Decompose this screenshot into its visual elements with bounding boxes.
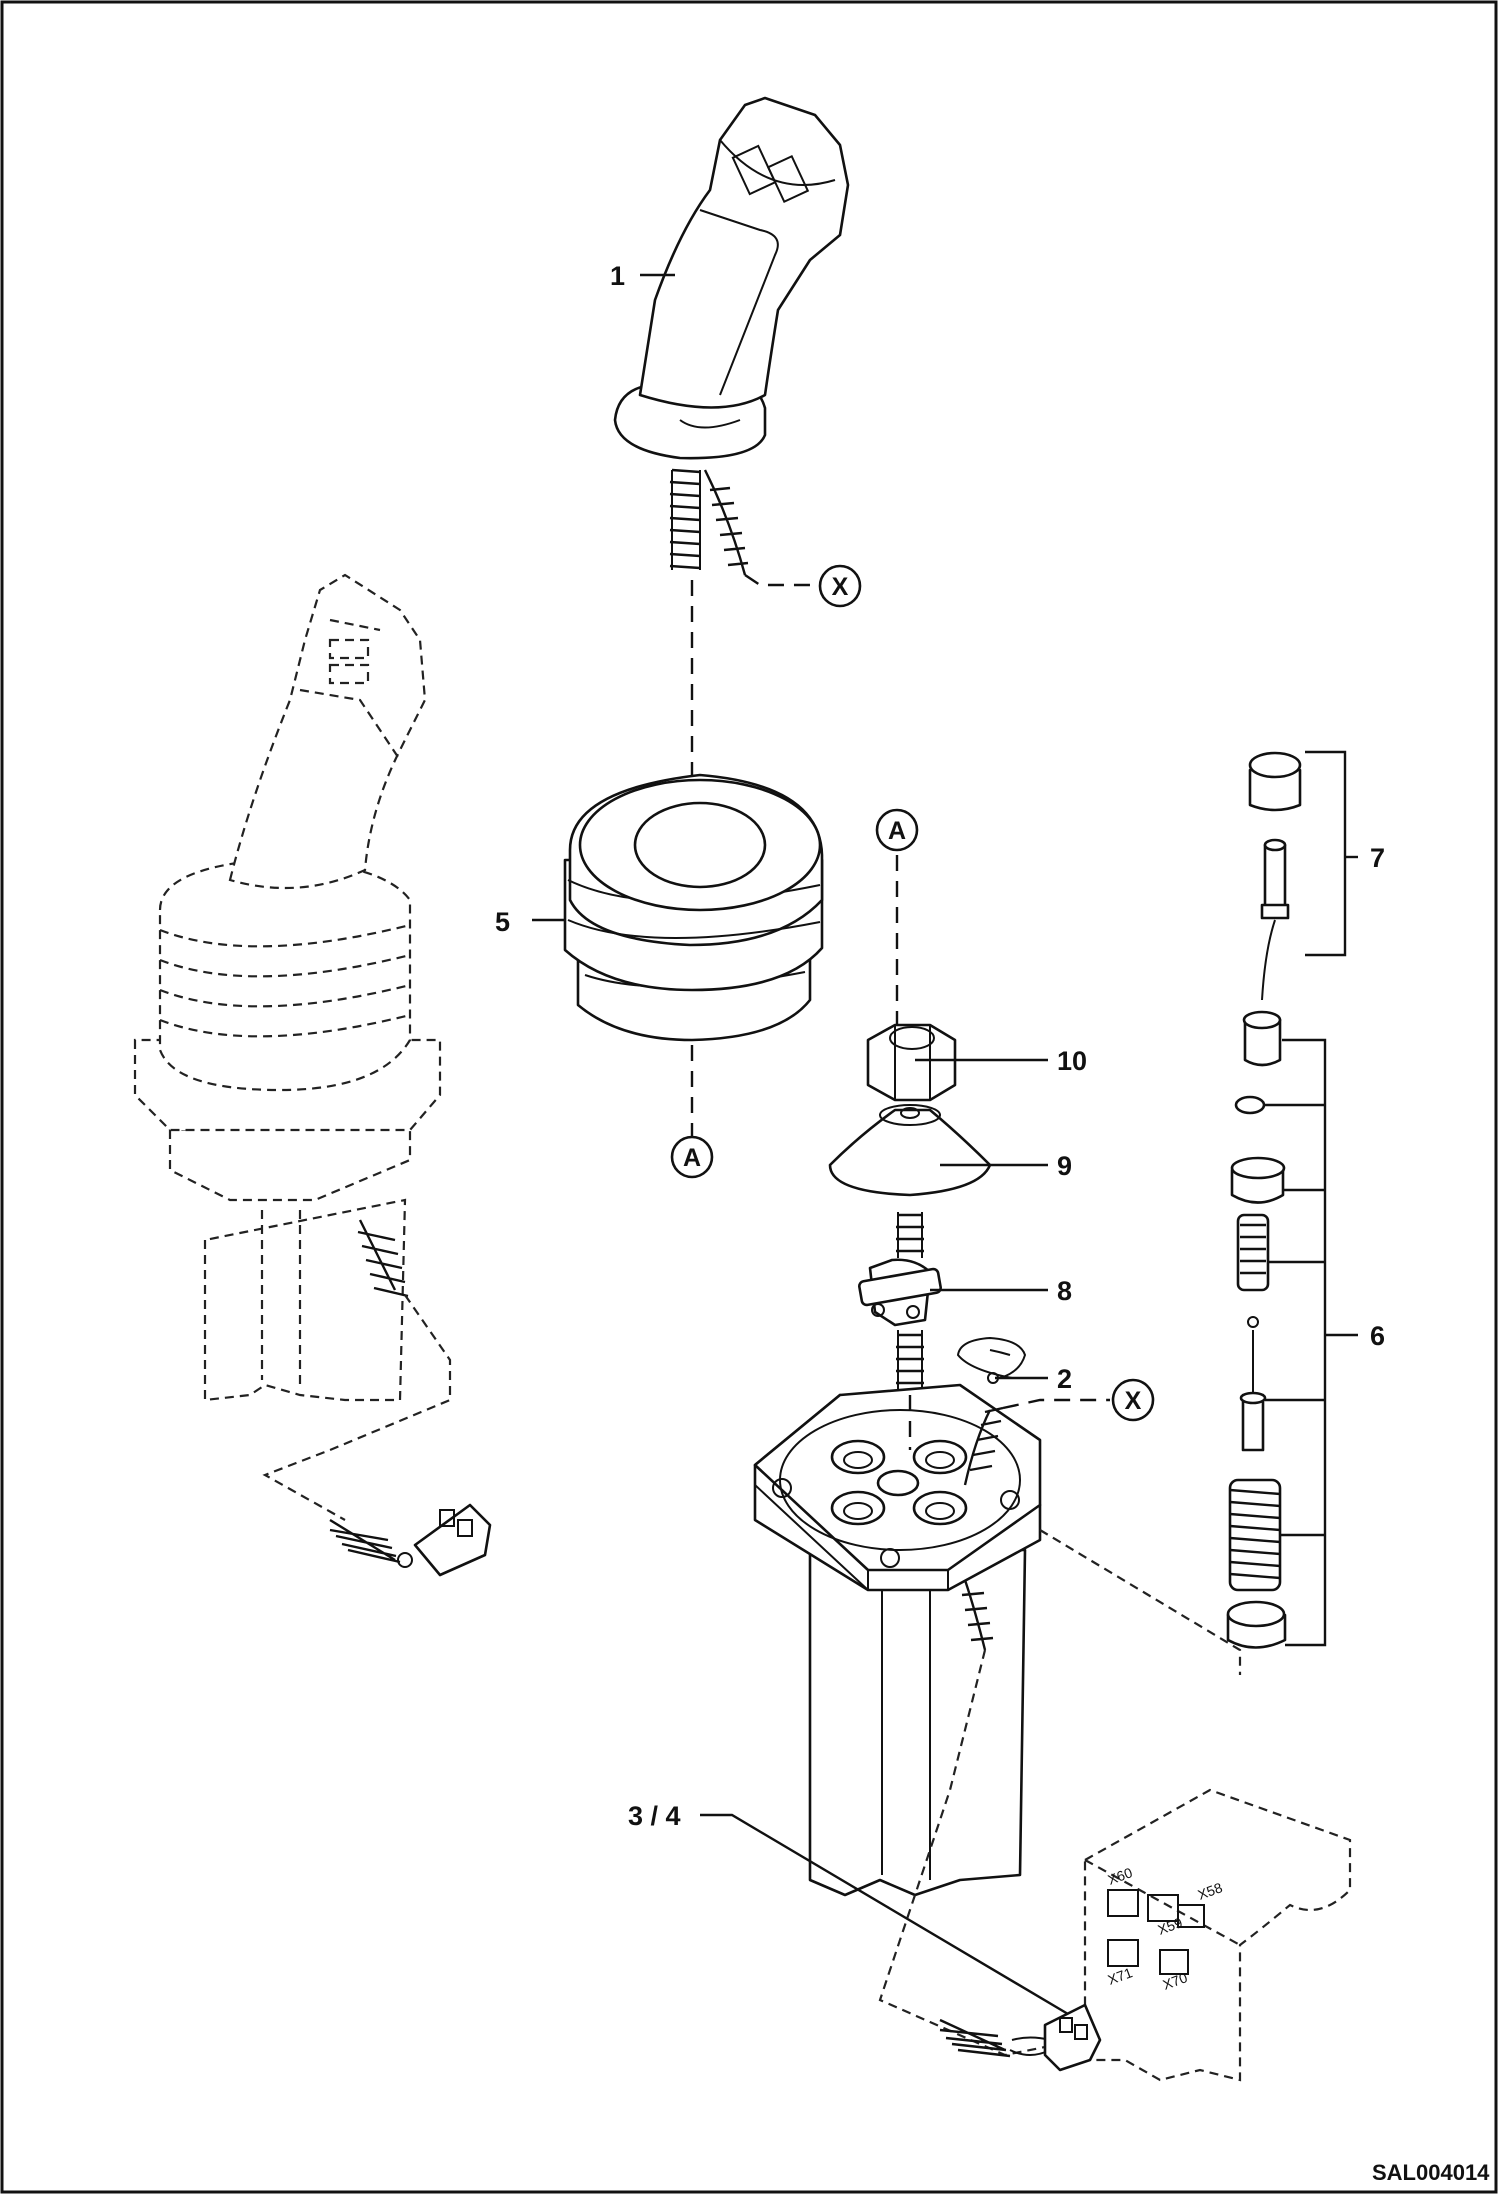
part-5-rubber-boot [563,773,824,1042]
part-3-4-harness-plug [878,1649,1102,2072]
reference-a-top-label: A [888,817,906,845]
part-2-circlip [956,1336,1027,1384]
part-9-disc-plate [828,1104,992,1197]
callout-6: 6 [1370,1321,1385,1351]
part-6-valve-set [1039,919,1287,1675]
callout-5: 5 [495,907,510,937]
reference-marker-x-top: X [818,564,862,608]
reference-marker-a-bottom: A [670,1135,714,1179]
part-1-handle [613,96,850,576]
reference-a-bottom-label: A [683,1144,701,1172]
valve-housing-base [753,1383,1042,1897]
reference-x-mid-label: X [1125,1387,1142,1415]
reference-marker-x-mid: X [1111,1378,1155,1422]
callout-1: 1 [610,261,625,291]
callout-9: 9 [1057,1151,1072,1181]
callout-7: 7 [1370,843,1385,873]
callout-3-4: 3 / 4 [628,1801,681,1831]
reference-marker-a-top: A [875,808,919,852]
part-7-plunger [1248,751,1302,920]
drawing-code: SAL004014 [1372,2160,1490,2185]
callout-10: 10 [1057,1046,1087,1076]
callout-leaders [532,273,1358,2016]
part-8-universal-joint [858,1212,942,1390]
callout-8: 8 [1057,1276,1072,1306]
part-10-nut [866,1023,957,1102]
reference-x-top-label: X [832,573,849,601]
assembly-centerlines [690,574,1110,1450]
connector-harness-box: X60 X59 X58 X71 X70 [1083,1788,1352,2082]
callout-2: 2 [1057,1364,1072,1394]
assembled-joystick-ghost [133,573,492,1577]
